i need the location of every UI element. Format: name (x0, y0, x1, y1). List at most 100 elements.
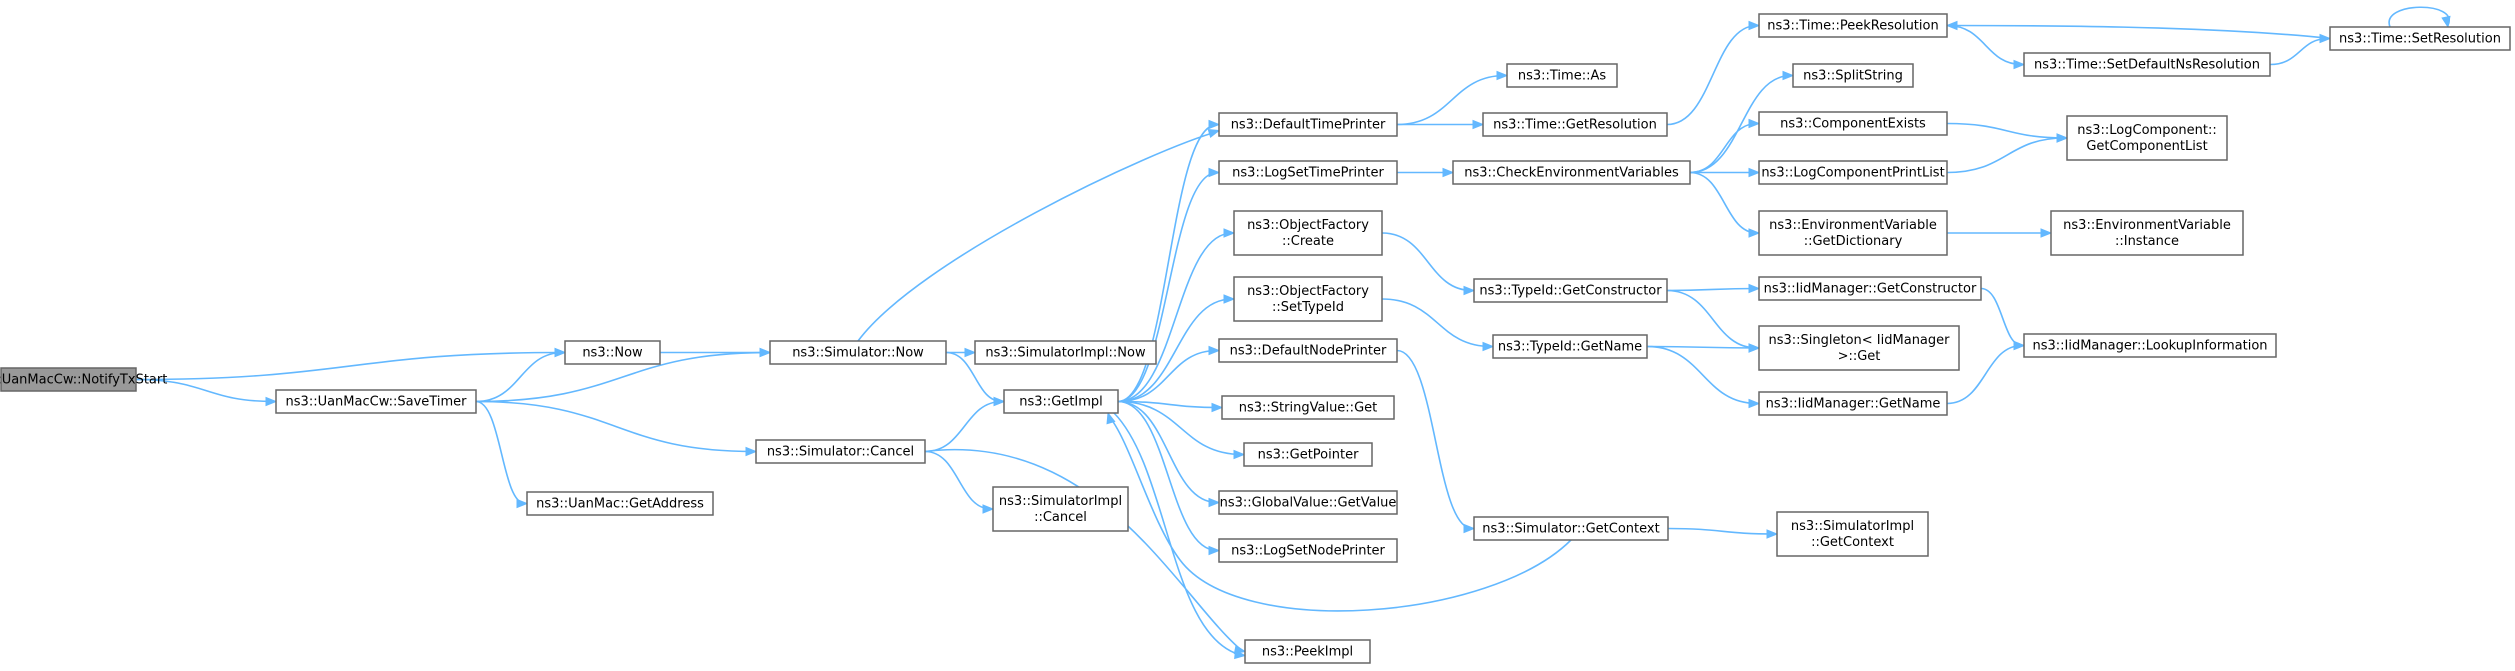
node-label: ns3::TypeId::GetConstructor (1479, 284, 1662, 299)
node-box (1758, 13, 1948, 38)
node-simimplgetctx[interactable]: ns3::SimulatorImpl::GetContext (1776, 511, 1929, 557)
node-ofsettypeid[interactable]: ns3::ObjectFactory::SetTypeId (1233, 276, 1383, 322)
node-peekimpl[interactable]: ns3::PeekImpl (1244, 639, 1371, 664)
node-label: ns3::CheckEnvironmentVariables (1464, 166, 1679, 181)
arrowhead (1207, 128, 1221, 139)
node-box (1244, 639, 1371, 664)
edge-getimpl-to-deftimeprinter (1117, 123, 1218, 403)
node-simimplcancel[interactable]: ns3::SimulatorImpl::Cancel (992, 486, 1129, 532)
node-box (1233, 210, 1383, 256)
node-label: ns3::GetImpl (1019, 395, 1103, 410)
node-deftimeprinter[interactable]: ns3::DefaultTimePrinter (1218, 112, 1398, 137)
node-box (1221, 395, 1395, 420)
node-label: ::Create (1282, 234, 1334, 249)
node-box (1218, 160, 1398, 185)
node-label: ns3::Time::As (1518, 69, 1607, 84)
node-box (1758, 160, 1948, 185)
node-label: ns3::EnvironmentVariable (2063, 218, 2231, 233)
node-iidlookup[interactable]: ns3::IidManager::LookupInformation (2023, 333, 2277, 358)
arrowhead (1208, 497, 1221, 508)
edge-getimpl-to-ofsettypeid (1117, 298, 1233, 403)
node-box (0, 367, 137, 392)
edge-simnow-to-deftimeprinter (857, 129, 1222, 342)
node-defnodeprinter[interactable]: ns3::DefaultNodePrinter (1218, 338, 1398, 363)
node-box (1452, 160, 1691, 185)
edge-savetimer-to-getaddress (475, 400, 526, 505)
node-box (1758, 210, 1948, 256)
node-envinstance[interactable]: ns3::EnvironmentVariable::Instance (2050, 210, 2244, 256)
arrowhead (1208, 545, 1221, 556)
node-compexists[interactable]: ns3::ComponentExists (1758, 111, 1948, 136)
node-box (1776, 511, 1929, 557)
node-iidgetname[interactable]: ns3::IidManager::GetName (1758, 391, 1948, 416)
node-box (1473, 278, 1668, 303)
node-timeas[interactable]: ns3::Time::As (1506, 63, 1618, 88)
edge-savetimer-to-simnow (475, 351, 769, 403)
node-logsetnode[interactable]: ns3::LogSetNodePrinter (1218, 538, 1398, 563)
node-logcompprint[interactable]: ns3::LogComponentPrintList (1758, 160, 1948, 185)
node-getaddress[interactable]: ns3::UanMac::GetAddress (526, 491, 714, 516)
node-box (1003, 389, 1119, 414)
node-getpointer[interactable]: ns3::GetPointer (1243, 442, 1373, 467)
node-notify[interactable]: ns3::UanMacCw::NotifyTxStart (0, 367, 167, 392)
arrowhead (1748, 228, 1761, 238)
node-label: ns3::TypeId::GetName (1498, 340, 1642, 355)
edge-iidgetname-to-iidlookup (1946, 344, 2023, 405)
node-box (2329, 26, 2511, 51)
arrowhead (745, 446, 758, 457)
node-ofcreate[interactable]: ns3::ObjectFactory::Create (1233, 210, 1383, 256)
node-timegetres[interactable]: ns3::Time::GetResolution (1482, 112, 1668, 137)
edge-deftimeprinter-to-timeas (1396, 74, 1506, 126)
node-box (1506, 63, 1618, 88)
node-typeidgetname[interactable]: ns3::TypeId::GetName (1492, 334, 1648, 359)
node-now[interactable]: ns3::Now (564, 340, 661, 365)
node-singletonget[interactable]: ns3::Singleton< IidManager>::Get (1758, 325, 1960, 371)
arrowhead (964, 347, 977, 358)
edge-typeidgetctor-to-iidgetctor (1666, 287, 1758, 292)
node-label: ns3::DefaultTimePrinter (1231, 118, 1386, 133)
node-label: ns3::EnvironmentVariable (1769, 218, 1937, 233)
node-savetimer[interactable]: ns3::UanMacCw::SaveTimer (275, 389, 477, 414)
node-logsettime[interactable]: ns3::LogSetTimePrinter (1218, 160, 1398, 185)
edge-simcancel-to-simimplcancel (924, 450, 992, 510)
node-label: ns3::Simulator::GetContext (1482, 522, 1659, 537)
node-stringget[interactable]: ns3::StringValue::Get (1221, 395, 1395, 420)
node-label: ::SetTypeId (1272, 300, 1344, 315)
arrowhead (1442, 167, 1455, 178)
arrowhead (2013, 340, 2026, 351)
node-box (755, 439, 926, 464)
edge-savetimer-to-now (475, 351, 564, 403)
arrowhead (1748, 20, 1761, 31)
node-checkenv[interactable]: ns3::CheckEnvironmentVariables (1452, 160, 1691, 185)
node-box (974, 340, 1157, 365)
node-label: ns3::IidManager::GetName (1766, 397, 1941, 412)
node-label: ::GetContext (1811, 535, 1894, 550)
node-label: ::GetDictionary (1804, 234, 1903, 249)
node-typeidgetctor[interactable]: ns3::TypeId::GetConstructor (1473, 278, 1668, 303)
edge-timegetres-to-timepeek (1666, 24, 1758, 126)
node-timesetdefns[interactable]: ns3::Time::SetDefaultNsResolution (2023, 52, 2271, 77)
call-edge-arrowheads (265, 15, 2451, 660)
node-timepeek[interactable]: ns3::Time::PeekResolution (1758, 13, 1948, 38)
node-label: ns3::LogComponentPrintList (1761, 166, 1944, 181)
node-envgetdict[interactable]: ns3::EnvironmentVariable::GetDictionary (1758, 210, 1948, 256)
edge-notify-to-now (135, 351, 564, 381)
edge-timepeek-to-timesetdefns (1946, 24, 2023, 66)
node-label: ns3::Simulator::Now (792, 346, 924, 361)
node-iidgetctor[interactable]: ns3::IidManager::GetConstructor (1758, 276, 1982, 301)
node-simgetctx[interactable]: ns3::Simulator::GetContext (1473, 516, 1669, 541)
node-label: ::Instance (2115, 234, 2179, 249)
node-timesetres[interactable]: ns3::Time::SetResolution (2329, 26, 2511, 51)
node-label: ns3::UanMac::GetAddress (536, 497, 704, 512)
node-box (992, 486, 1129, 532)
edge-notify-to-savetimer (135, 378, 275, 403)
node-gvgetvalue[interactable]: ns3::GlobalValue::GetValue (1218, 490, 1398, 515)
node-getimpl[interactable]: ns3::GetImpl (1003, 389, 1119, 414)
node-simnow[interactable]: ns3::Simulator::Now (769, 340, 947, 365)
node-label: ns3::ComponentExists (1780, 117, 1926, 132)
node-logcompgetlist[interactable]: ns3::LogComponent::GetComponentList (2066, 115, 2228, 161)
node-simimplnow[interactable]: ns3::SimulatorImpl::Now (974, 340, 1157, 365)
node-simcancel[interactable]: ns3::Simulator::Cancel (755, 439, 926, 464)
node-label: GetComponentList (2086, 139, 2207, 154)
node-splitstring[interactable]: ns3::SplitString (1792, 63, 1914, 88)
